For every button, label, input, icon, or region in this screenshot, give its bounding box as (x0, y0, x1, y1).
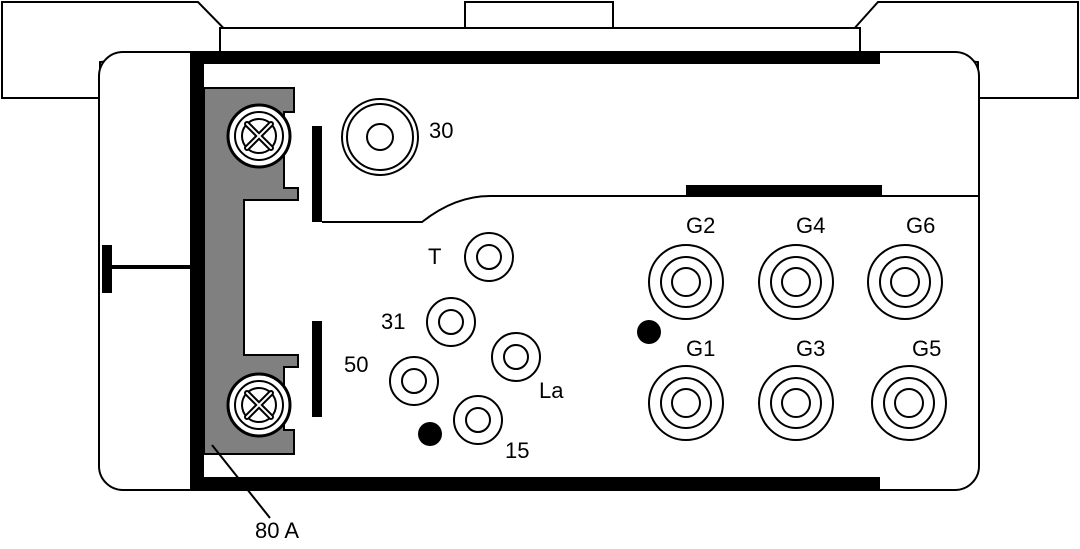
label-G3: G3 (796, 336, 825, 361)
terminal-La (491, 332, 541, 382)
label-G6: G6 (906, 213, 935, 238)
mounting-flange-left (1, 1, 248, 99)
terminal-G2 (648, 244, 724, 320)
fuse-leader-line (211, 444, 271, 519)
label-50: 50 (344, 352, 368, 377)
side-mount-cap (102, 245, 112, 293)
marker-dot-lower (418, 422, 442, 446)
label-G5: G5 (912, 336, 941, 361)
label-G2: G2 (686, 213, 715, 238)
partition-wall-upper (312, 126, 322, 222)
screw-lower-icon (226, 372, 292, 438)
terminal-G3 (758, 365, 834, 441)
housing-wall-left (190, 52, 204, 490)
partition-bar (686, 185, 882, 197)
terminal-T (464, 232, 514, 282)
screw-upper-icon (226, 103, 292, 169)
label-30: 30 (429, 118, 453, 143)
marker-dot-glow (637, 320, 661, 344)
partition-line (322, 195, 978, 223)
label-La: La (539, 378, 564, 403)
terminal-G4 (758, 244, 834, 320)
top-tab (464, 1, 614, 29)
terminal-G6 (867, 244, 943, 320)
terminal-30 (341, 98, 419, 176)
label-80a: 80 A (255, 518, 299, 543)
label-15: 15 (505, 438, 529, 463)
partition-wall-lower (312, 321, 322, 417)
housing-wall-bottom (190, 477, 880, 490)
label-T: T (428, 244, 441, 269)
terminal-G5 (871, 365, 947, 441)
terminal-15 (453, 395, 503, 445)
side-mount-bar (104, 265, 190, 269)
terminal-50 (389, 356, 439, 406)
label-G4: G4 (796, 213, 825, 238)
label-31: 31 (381, 309, 405, 334)
terminal-31 (426, 297, 476, 347)
terminal-G1 (648, 365, 724, 441)
bus-bar-80a (203, 87, 299, 455)
housing-wall-top (190, 52, 880, 64)
top-ridge (219, 27, 861, 53)
label-G1: G1 (686, 336, 715, 361)
